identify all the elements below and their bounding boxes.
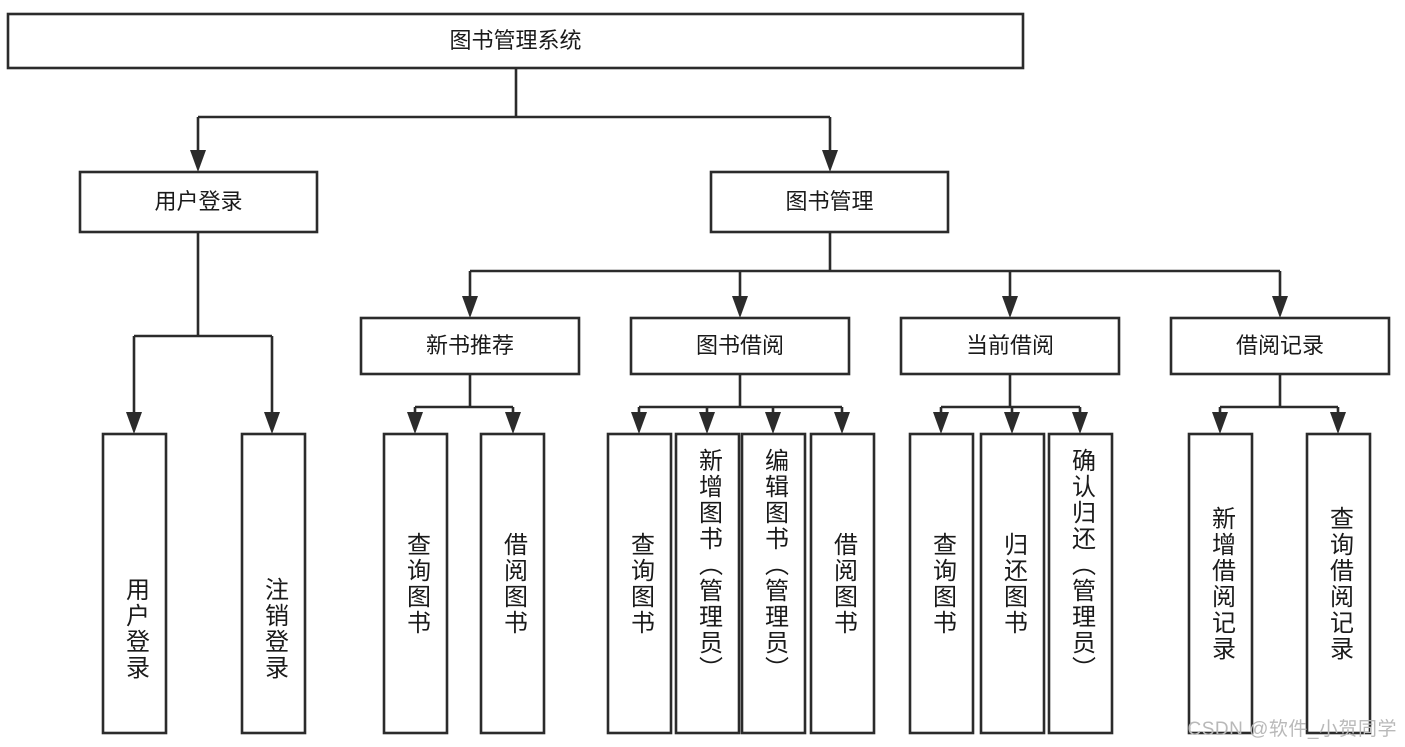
node-box-leaf-11[interactable] xyxy=(1187,432,1254,735)
node-box-layer xyxy=(6,12,1391,735)
arrow-head-icon xyxy=(1330,412,1346,434)
node-label-level2-0: 用户登录 xyxy=(154,189,242,214)
node-box-leaf-2[interactable] xyxy=(382,432,449,735)
arrow-head-icon xyxy=(1212,412,1228,434)
node-label-root: 图书管理系统 xyxy=(449,28,581,53)
node-box-leaf-4[interactable] xyxy=(606,432,673,735)
arrow-head-icon xyxy=(1002,296,1018,318)
node-box-leaf-9[interactable] xyxy=(979,432,1046,735)
node-box-leaf-0[interactable] xyxy=(101,432,168,735)
arrow-head-icon xyxy=(834,412,850,434)
watermark-text: CSDN @软件_小贺同学 xyxy=(1187,719,1397,740)
node-box-level2-1[interactable] xyxy=(709,170,950,234)
node-box-leaf-3[interactable] xyxy=(479,432,546,735)
arrow-head-icon xyxy=(126,412,142,434)
arrow-head-icon xyxy=(933,412,949,434)
node-box-leaf-10[interactable] xyxy=(1047,432,1114,735)
arrow-head-icon xyxy=(1004,412,1020,434)
connector-layer xyxy=(126,68,1346,434)
node-box-level3-2[interactable] xyxy=(899,316,1121,376)
node-label-level3-2: 当前借阅 xyxy=(966,333,1054,358)
node-box-leaf-7[interactable] xyxy=(809,432,876,735)
arrow-head-icon xyxy=(462,296,478,318)
node-box-leaf-6[interactable] xyxy=(740,432,807,735)
node-box-root[interactable] xyxy=(6,12,1025,70)
node-label-level3-1: 图书借阅 xyxy=(696,333,784,358)
arrow-head-icon xyxy=(1072,412,1088,434)
node-box-leaf-8[interactable] xyxy=(908,432,975,735)
arrow-head-icon xyxy=(732,296,748,318)
arrow-head-icon xyxy=(407,412,423,434)
node-label-level2-1: 图书管理 xyxy=(785,189,873,214)
arrow-head-icon xyxy=(505,412,521,434)
arrow-head-icon xyxy=(822,150,838,172)
arrow-head-icon xyxy=(699,412,715,434)
node-label-level3-3: 借阅记录 xyxy=(1236,333,1324,358)
node-box-leaf-1[interactable] xyxy=(240,432,307,735)
node-box-level2-0[interactable] xyxy=(78,170,319,234)
node-box-level3-3[interactable] xyxy=(1169,316,1391,376)
arrow-head-icon xyxy=(190,150,206,172)
node-box-level3-0[interactable] xyxy=(359,316,581,376)
node-label-level3-0: 新书推荐 xyxy=(426,333,514,358)
node-box-level3-1[interactable] xyxy=(629,316,851,376)
arrow-head-icon xyxy=(631,412,647,434)
node-box-leaf-5[interactable] xyxy=(674,432,741,735)
arrow-head-icon xyxy=(1272,296,1288,318)
arrow-head-icon xyxy=(765,412,781,434)
arrow-head-icon xyxy=(264,412,280,434)
node-box-leaf-12[interactable] xyxy=(1305,432,1372,735)
